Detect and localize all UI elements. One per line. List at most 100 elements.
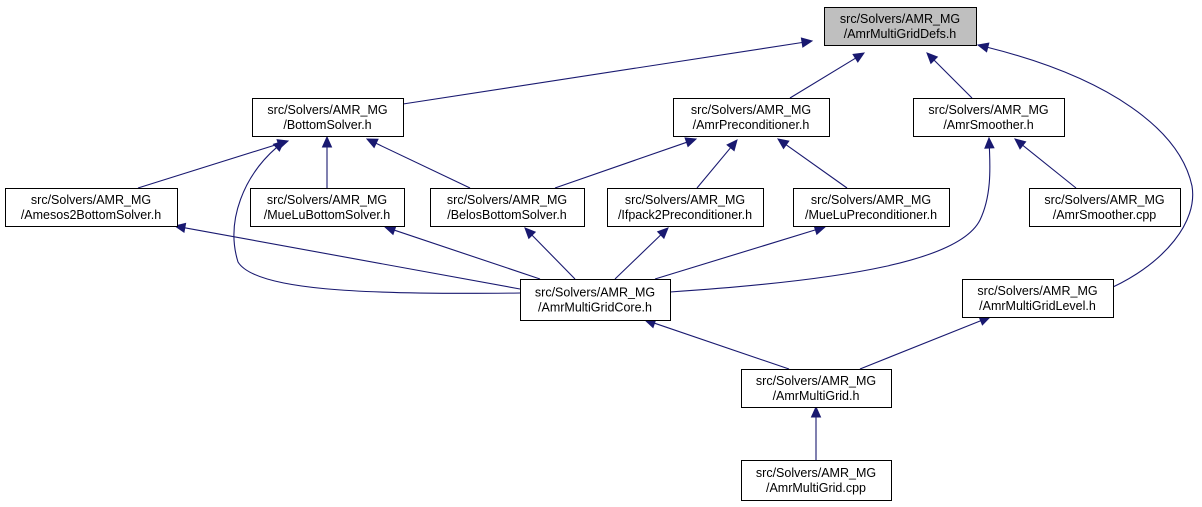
- edge-smooth-to-defs: [926, 52, 973, 99]
- node-label-line1: src/Solvers/AMR_MG: [756, 374, 876, 388]
- node-muelub[interactable]: src/Solvers/AMR_MG/MueLuBottomSolver.h: [250, 188, 405, 227]
- node-box[interactable]: [430, 188, 585, 227]
- edge-line: [696, 147, 732, 189]
- edge-belos-to-precond: [554, 137, 698, 189]
- arrowhead-icon: [726, 139, 738, 152]
- edge-line: [654, 229, 816, 280]
- node-box[interactable]: [741, 369, 892, 408]
- node-box[interactable]: [962, 279, 1114, 318]
- node-smooth[interactable]: src/Solvers/AMR_MG/AmrSmoother.h: [913, 98, 1065, 137]
- node-label-line1: src/Solvers/AMR_MG: [928, 103, 1048, 117]
- edge-line: [233, 147, 521, 294]
- edge-line: [554, 141, 687, 189]
- node-label-line1: src/Solvers/AMR_MG: [756, 466, 876, 480]
- arrowhead-icon: [800, 37, 814, 48]
- node-label-line1: src/Solvers/AMR_MG: [625, 193, 745, 207]
- node-label-line2: /MueLuBottomSolver.h: [264, 208, 391, 222]
- edge-bottom-to-defs: [402, 37, 814, 105]
- node-label-line2: /Ifpack2Preconditioner.h: [618, 208, 752, 222]
- node-label-line1: src/Solvers/AMR_MG: [535, 286, 655, 300]
- node-label-line1: src/Solvers/AMR_MG: [447, 193, 567, 207]
- edge-line: [789, 57, 856, 99]
- edge-precond-to-defs: [789, 52, 866, 99]
- edge-core-to-ifpack: [614, 227, 669, 280]
- node-level[interactable]: src/Solvers/AMR_MG/AmrMultiGridLevel.h: [962, 279, 1114, 318]
- node-box[interactable]: [5, 188, 178, 227]
- node-box[interactable]: [250, 188, 405, 227]
- node-box[interactable]: [824, 7, 977, 46]
- node-label-line2: /AmrMultiGridCore.h: [538, 301, 652, 315]
- node-ifpack[interactable]: src/Solvers/AMR_MG/Ifpack2Preconditioner…: [607, 188, 764, 227]
- edge-line: [987, 46, 1194, 288]
- edge-core-to-amesos: [173, 222, 521, 290]
- edge-level-to-defs: [976, 42, 1194, 288]
- arrowhead-icon: [926, 52, 939, 65]
- edge-muelub-to-bottom: [321, 135, 333, 188]
- edge-ifpack-to-precond: [696, 139, 738, 189]
- node-mgcpp[interactable]: src/Solvers/AMR_MG/AmrMultiGrid.cpp: [741, 460, 892, 501]
- node-box[interactable]: [793, 188, 950, 227]
- edge-line: [859, 320, 981, 370]
- nodes-layer: src/Solvers/AMR_MG/AmrMultiGridDefs.hsrc…: [5, 7, 1181, 501]
- arrowhead-icon: [365, 138, 379, 149]
- arrowhead-icon: [524, 227, 537, 240]
- node-amesos[interactable]: src/Solvers/AMR_MG/Amesos2BottomSolver.h: [5, 188, 178, 227]
- edge-core-to-smooth: [669, 136, 995, 293]
- edge-line: [137, 143, 279, 189]
- edge-line: [654, 322, 790, 370]
- node-label-line1: src/Solvers/AMR_MG: [1044, 193, 1164, 207]
- node-label-line2: /BottomSolver.h: [283, 118, 371, 132]
- arrowhead-icon: [976, 42, 990, 53]
- edge-core-to-belos: [524, 227, 576, 280]
- arrowhead-icon: [777, 138, 790, 150]
- edge-core-to-bottom: [233, 140, 521, 294]
- node-label-line1: src/Solvers/AMR_MG: [691, 103, 811, 117]
- node-label-line1: src/Solvers/AMR_MG: [267, 193, 387, 207]
- arrowhead-icon: [810, 405, 822, 418]
- node-precond[interactable]: src/Solvers/AMR_MG/AmrPreconditioner.h: [673, 98, 830, 137]
- node-label-line2: /AmrMultiGrid.cpp: [766, 481, 866, 495]
- edge-line: [531, 234, 576, 280]
- edge-line: [785, 144, 848, 189]
- arrowhead-icon: [656, 227, 669, 240]
- node-bottom[interactable]: src/Solvers/AMR_MG/BottomSolver.h: [252, 98, 404, 137]
- edge-line: [933, 59, 973, 99]
- edge-core-to-muelup: [654, 225, 827, 280]
- edge-line: [614, 234, 662, 280]
- edge-mg-to-level: [859, 315, 992, 370]
- node-muelup[interactable]: src/Solvers/AMR_MG/MueLuPreconditioner.h: [793, 188, 950, 227]
- node-box[interactable]: [741, 460, 892, 501]
- node-label-line2: /AmrPreconditioner.h: [693, 118, 810, 132]
- node-label-line1: src/Solvers/AMR_MG: [31, 193, 151, 207]
- node-box[interactable]: [913, 98, 1065, 137]
- node-label-line2: /AmrSmoother.h: [943, 118, 1033, 132]
- edge-muelup-to-precond: [777, 138, 848, 189]
- node-box[interactable]: [1029, 188, 1181, 227]
- arrowhead-icon: [383, 225, 397, 236]
- edge-line: [669, 147, 991, 293]
- node-box[interactable]: [607, 188, 764, 227]
- arrowhead-icon: [272, 140, 285, 152]
- arrowhead-icon: [984, 136, 995, 149]
- edge-line: [184, 227, 521, 290]
- node-box[interactable]: [252, 98, 404, 137]
- edge-smoothcpp-to-smooth: [1014, 138, 1077, 189]
- edge-line: [375, 142, 471, 189]
- node-mg[interactable]: src/Solvers/AMR_MG/AmrMultiGrid.h: [741, 369, 892, 408]
- edge-belos-to-bottom: [365, 138, 471, 189]
- node-smoothcpp[interactable]: src/Solvers/AMR_MG/AmrSmoother.cpp: [1029, 188, 1181, 227]
- edge-line: [1022, 144, 1077, 189]
- arrowhead-icon: [1014, 138, 1027, 150]
- edge-mgcpp-to-mg: [810, 405, 822, 460]
- node-label-line2: /AmrMultiGridLevel.h: [979, 299, 1096, 313]
- node-box[interactable]: [673, 98, 830, 137]
- node-label-line2: /BelosBottomSolver.h: [447, 208, 567, 222]
- node-core[interactable]: src/Solvers/AMR_MG/AmrMultiGridCore.h: [520, 279, 671, 321]
- node-defs[interactable]: src/Solvers/AMR_MG/AmrMultiGridDefs.h: [824, 7, 977, 46]
- node-label-line1: src/Solvers/AMR_MG: [267, 103, 387, 117]
- node-label-line2: /AmrSmoother.cpp: [1053, 208, 1157, 222]
- node-label-line1: src/Solvers/AMR_MG: [840, 12, 960, 26]
- node-belos[interactable]: src/Solvers/AMR_MG/BelosBottomSolver.h: [430, 188, 585, 227]
- node-box[interactable]: [520, 279, 671, 321]
- arrowhead-icon: [852, 52, 866, 63]
